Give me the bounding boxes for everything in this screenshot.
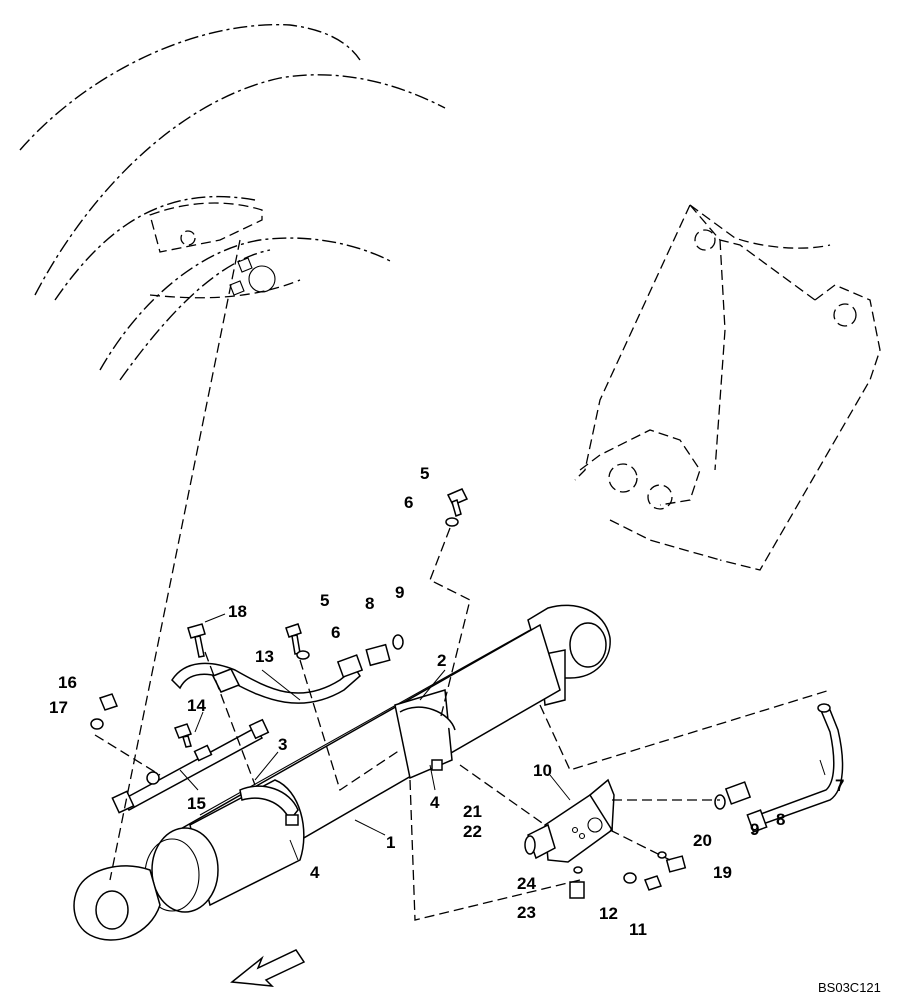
fasteners <box>90 488 752 899</box>
callout-19: 19 <box>713 863 732 882</box>
callout-23: 23 <box>517 903 536 922</box>
valve-block-10 <box>524 778 615 863</box>
callout-5a: 5 <box>420 464 429 483</box>
callout-5b: 5 <box>320 591 329 610</box>
boom-phantom-outline <box>19 23 446 381</box>
pipe-15 <box>111 718 270 814</box>
callout-18: 18 <box>228 602 247 621</box>
callout-17: 17 <box>49 698 68 717</box>
callout-8a: 8 <box>365 594 374 613</box>
assembly-lines <box>94 239 831 921</box>
callout-21: 21 <box>463 802 482 821</box>
callout-3: 3 <box>278 735 287 754</box>
drawing-code: BS03C121 <box>818 980 881 995</box>
callout-10: 10 <box>533 761 552 780</box>
callout-labels: 1 2 3 4 4 5 5 6 6 7 8 8 9 9 10 11 12 13 … <box>49 464 881 995</box>
callout-16: 16 <box>58 673 77 692</box>
hose-7 <box>746 703 844 833</box>
callout-14: 14 <box>187 696 206 715</box>
callout-12: 12 <box>599 904 618 923</box>
arm-phantom-outline <box>574 204 881 571</box>
callout-11: 11 <box>629 920 647 939</box>
callout-15: 15 <box>187 794 206 813</box>
callout-4a: 4 <box>430 793 440 812</box>
cylinder-assembly <box>73 604 611 941</box>
callout-7: 7 <box>835 776 844 795</box>
hose-13 <box>171 654 364 704</box>
callout-6b: 6 <box>331 623 340 642</box>
direction-arrow <box>230 949 306 987</box>
callout-2: 2 <box>437 651 446 670</box>
callout-22: 22 <box>463 822 482 841</box>
callout-13: 13 <box>255 647 274 666</box>
callout-9b: 9 <box>750 820 759 839</box>
callout-24: 24 <box>517 874 536 893</box>
callout-8b: 8 <box>776 810 785 829</box>
callout-1: 1 <box>386 833 395 852</box>
leader-lines <box>179 613 826 861</box>
callout-4b: 4 <box>310 863 320 882</box>
callout-6a: 6 <box>404 493 413 512</box>
callout-20: 20 <box>693 831 712 850</box>
callout-9a: 9 <box>395 583 404 602</box>
